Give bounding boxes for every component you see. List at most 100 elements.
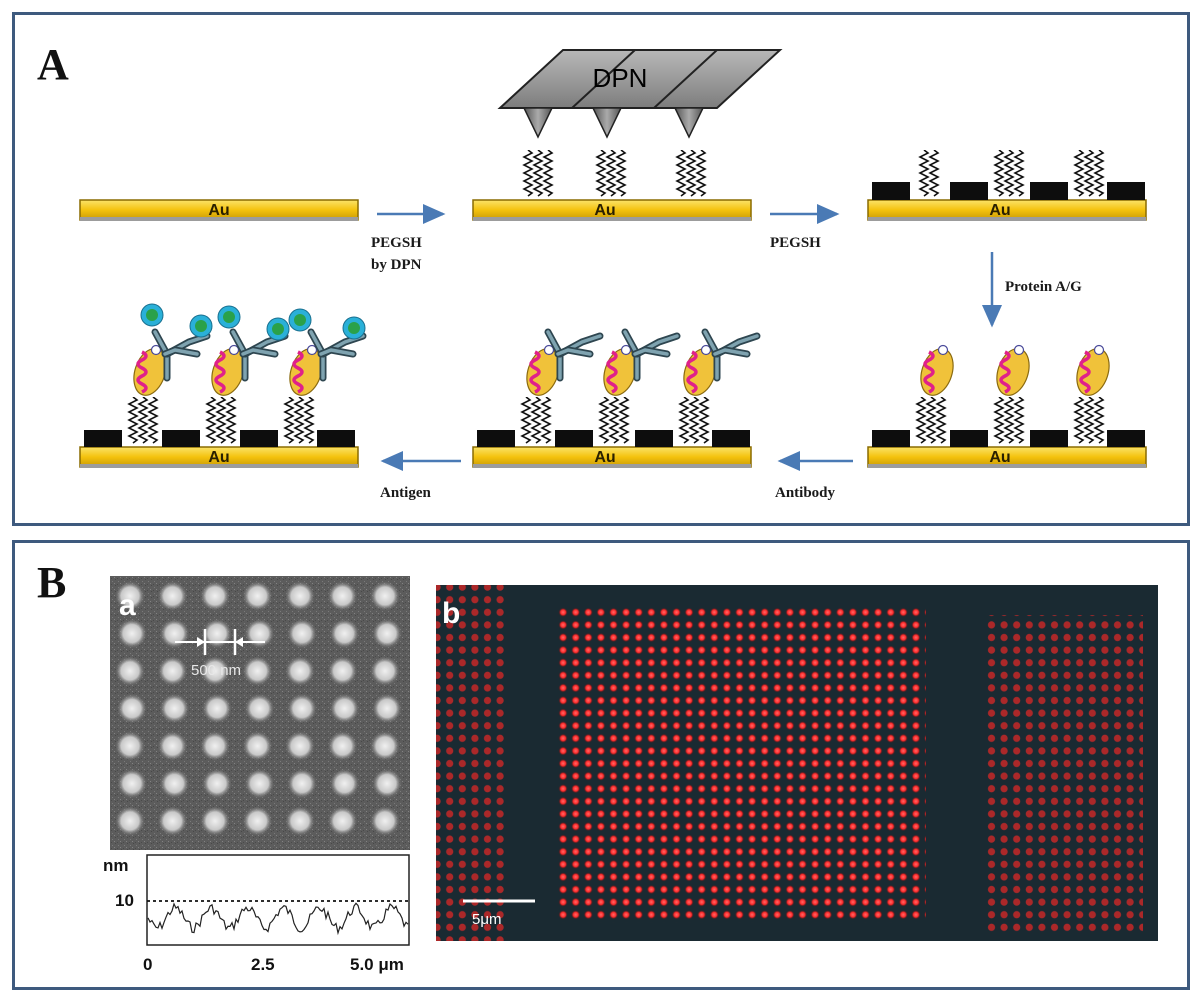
step4-label: Antibody [775, 485, 836, 501]
afm-dot [157, 731, 188, 761]
afm-dot [117, 618, 147, 649]
afm-dot [244, 693, 275, 724]
afm-dot [285, 731, 315, 761]
antibody-icon [621, 328, 681, 382]
afm-dot [372, 768, 402, 799]
afm-dot [370, 581, 400, 611]
afm-dot [200, 656, 230, 686]
step5-label: Antigen [380, 485, 431, 501]
afm-dot [285, 656, 315, 686]
afm-dot [370, 806, 400, 836]
afm-dot [117, 693, 147, 724]
afm-dot [200, 581, 230, 611]
dpn-cantilever: DPN [497, 49, 783, 139]
afm-dot [285, 806, 315, 836]
protein-ag-icon [920, 344, 954, 396]
antibody-icon [544, 328, 604, 382]
substrate-bare: Au [79, 199, 359, 221]
profile-x-tick-0: 0 [143, 955, 152, 974]
afm-dot [242, 806, 273, 836]
au-label: Au [594, 449, 615, 466]
antibody-icon [701, 328, 761, 382]
protein-ag-icon [526, 344, 560, 396]
afm-dot [287, 618, 317, 649]
afm-dot [157, 806, 188, 836]
protein-ag-icon [133, 344, 167, 396]
afm-dot [115, 656, 145, 686]
left-dot-block [436, 585, 504, 941]
protein-ag-icon [1076, 344, 1110, 396]
spacing-label: 500 nm [191, 662, 241, 679]
afm-dot [327, 731, 358, 761]
afm-dot [115, 581, 145, 611]
afm-dot [159, 618, 190, 649]
panel-b-letter: B [37, 558, 67, 607]
substrate-pegsh: Au [867, 150, 1147, 221]
protein-ag-icon [289, 344, 323, 396]
antigen-icon [288, 308, 312, 332]
au-label: Au [989, 202, 1010, 219]
antibody-icon [307, 328, 367, 382]
profile-plot-frame [146, 854, 410, 946]
protein-ag-icon [683, 344, 717, 396]
scale-bar-label: 5μm [472, 911, 501, 928]
afm-dot [200, 806, 230, 836]
profile-x-tick-1: 2.5 [251, 955, 275, 974]
afm-dot [370, 656, 400, 686]
schematic-svg: DPN Au Au [79, 49, 1147, 501]
antibody-icon [151, 328, 211, 382]
profile-x-tick-2: 5.0 μm [350, 955, 404, 974]
center-dot-block [558, 605, 926, 923]
afm-dot [329, 618, 360, 649]
spacing-marker [175, 629, 265, 655]
afm-dot [202, 618, 232, 649]
panel-a: A [12, 12, 1190, 526]
micrograph-b: b 5μm [436, 585, 1158, 941]
substrate-antigen: Au [79, 397, 359, 468]
au-label: Au [208, 449, 229, 466]
step1-label-line2: by DPN [371, 257, 422, 273]
panel-a-letter: A [37, 40, 69, 89]
antigen-icon [140, 303, 164, 327]
afm-dot [242, 581, 273, 611]
profile-trace [147, 902, 409, 936]
afm-dot [159, 693, 190, 724]
profile-y-tick: 10 [115, 891, 134, 910]
afm-dot [327, 656, 358, 686]
antigen-icon [342, 316, 366, 340]
afm-dot [370, 731, 400, 761]
antibody-layer [151, 328, 761, 382]
step1-label-line1: PEGSH [371, 235, 422, 251]
afm-dot [157, 581, 188, 611]
afm-dot [242, 731, 273, 761]
micrograph-a-label: a [119, 589, 136, 622]
afm-dot [287, 768, 317, 799]
antigen-icon [189, 314, 213, 338]
afm-dot [372, 618, 402, 649]
afm-dot [372, 693, 402, 724]
afm-dot [327, 581, 358, 611]
protein-ag-icon [996, 344, 1030, 396]
afm-dot [200, 731, 230, 761]
antigen-icon [266, 317, 290, 341]
afm-dot [117, 768, 147, 799]
dpn-label: DPN [593, 63, 648, 93]
afm-dot [244, 768, 275, 799]
substrate-antibody: Au [472, 397, 752, 468]
profile-y-unit: nm [103, 856, 129, 875]
afm-dot [285, 581, 315, 611]
afm-dot [115, 731, 145, 761]
micrograph-b-label: b [442, 597, 460, 630]
protein-ag-icon [211, 344, 245, 396]
afm-dot [202, 768, 232, 799]
au-label: Au [208, 202, 229, 219]
protein-ag-icon [603, 344, 637, 396]
afm-dot [329, 693, 360, 724]
afm-dot [242, 656, 273, 686]
micrographs-svg: a 500 nm nm 10 0 2.5 5.0 μm [103, 576, 1158, 974]
afm-dot [115, 806, 145, 836]
au-label: Au [989, 449, 1010, 466]
antigen-icon [217, 305, 241, 329]
au-label: Au [594, 202, 615, 219]
afm-dot [244, 618, 275, 649]
